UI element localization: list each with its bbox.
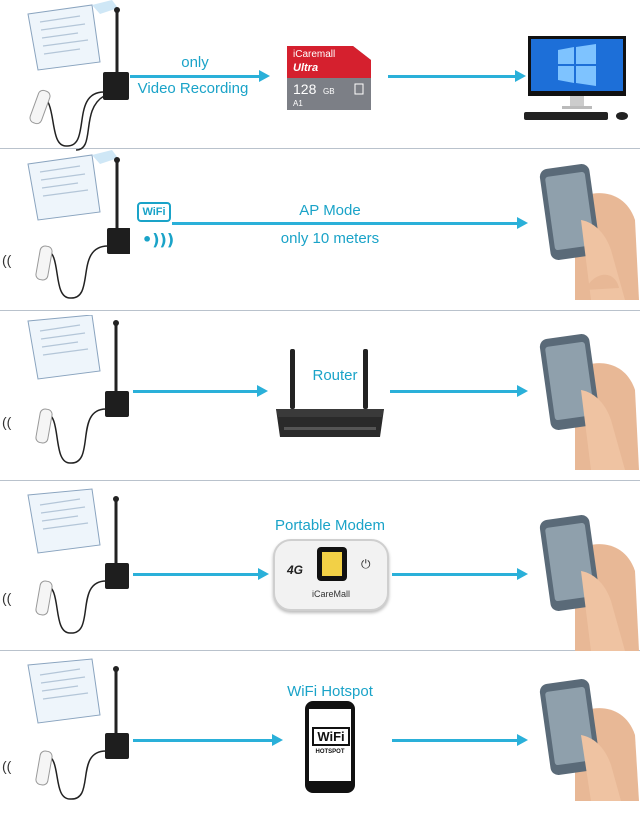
row-divider (0, 148, 640, 149)
spy-camera-module-icon (27, 0, 129, 151)
arrow (390, 385, 528, 397)
svg-text:((: (( (2, 252, 12, 268)
hotspot-label: HOTSPOT (315, 749, 345, 755)
hotspot-wifi-text: WiFi (312, 727, 350, 746)
smartphone-in-hand-icon (539, 164, 639, 300)
desktop-computer-icon (524, 36, 628, 120)
row-portable-modem: (( Portable Modem 4G ⏻ iCareMall (0, 485, 640, 651)
smartphone-in-hand-icon (539, 334, 639, 470)
row4-top-label: Portable Modem (274, 517, 386, 534)
arrow (130, 70, 270, 82)
portable-modem: 4G ⏻ iCareMall (273, 539, 389, 611)
row1-bottom-label: Video Recording (137, 80, 249, 97)
arrow (392, 734, 528, 746)
arrow (388, 70, 526, 82)
arrow (133, 385, 268, 397)
sd-class: A1 (293, 99, 303, 108)
spy-camera-module-icon: (( (2, 658, 129, 800)
microsd-card: iCaremall Ultra 128 GB A1 (283, 44, 373, 112)
row1-top-label: only (181, 54, 209, 71)
spy-camera-module-icon: (( (2, 315, 129, 464)
modem-screen (317, 547, 347, 581)
row-divider (0, 650, 640, 651)
wifi-signal-icon: •))) (142, 230, 175, 249)
row-router: (( Router (0, 315, 640, 475)
hotspot-phone: WiFi HOTSPOT (305, 701, 355, 793)
wifi-router-icon (276, 349, 384, 437)
arrow (133, 734, 283, 746)
spy-camera-module-icon: (( (2, 488, 129, 634)
spy-camera-module-icon: (( (2, 150, 130, 299)
svg-text:((: (( (2, 590, 12, 606)
sd-unit: GB (323, 87, 335, 96)
arrow (392, 568, 528, 580)
arrow (133, 568, 269, 580)
wifi-badge: WiFi (137, 202, 171, 222)
modem-brand: iCareMall (311, 589, 350, 599)
row2-top-label: AP Mode (299, 202, 361, 219)
svg-text:((: (( (2, 414, 12, 430)
sd-capacity: 128 (293, 81, 317, 97)
microsd-card-icon: iCaremall Ultra 128 GB A1 (287, 46, 371, 110)
row-divider (0, 310, 640, 311)
arrow (172, 217, 528, 229)
modem-4g-badge: 4G (287, 563, 304, 577)
row5-top-label: WiFi Hotspot (287, 683, 373, 700)
power-icon: ⏻ (361, 557, 371, 571)
row-ap-mode: (( WiFi •))) AP Mode only 10 meters (0, 150, 640, 310)
sd-brand: iCaremall (293, 49, 335, 60)
svg-text:((: (( (2, 758, 12, 774)
smartphone-in-hand-icon (539, 515, 639, 651)
smartphone-in-hand-icon (539, 679, 639, 801)
row2-bottom-label: only 10 meters (280, 230, 380, 247)
sd-series: Ultra (293, 62, 318, 74)
row-video-recording: only Video Recording iCaremall Ultra 128… (0, 0, 640, 160)
row3-top-label: Router (312, 367, 358, 384)
row-wifi-hotspot: (( WiFi Hotspot WiFi HOTSPOT (0, 655, 640, 815)
row-divider (0, 480, 640, 481)
